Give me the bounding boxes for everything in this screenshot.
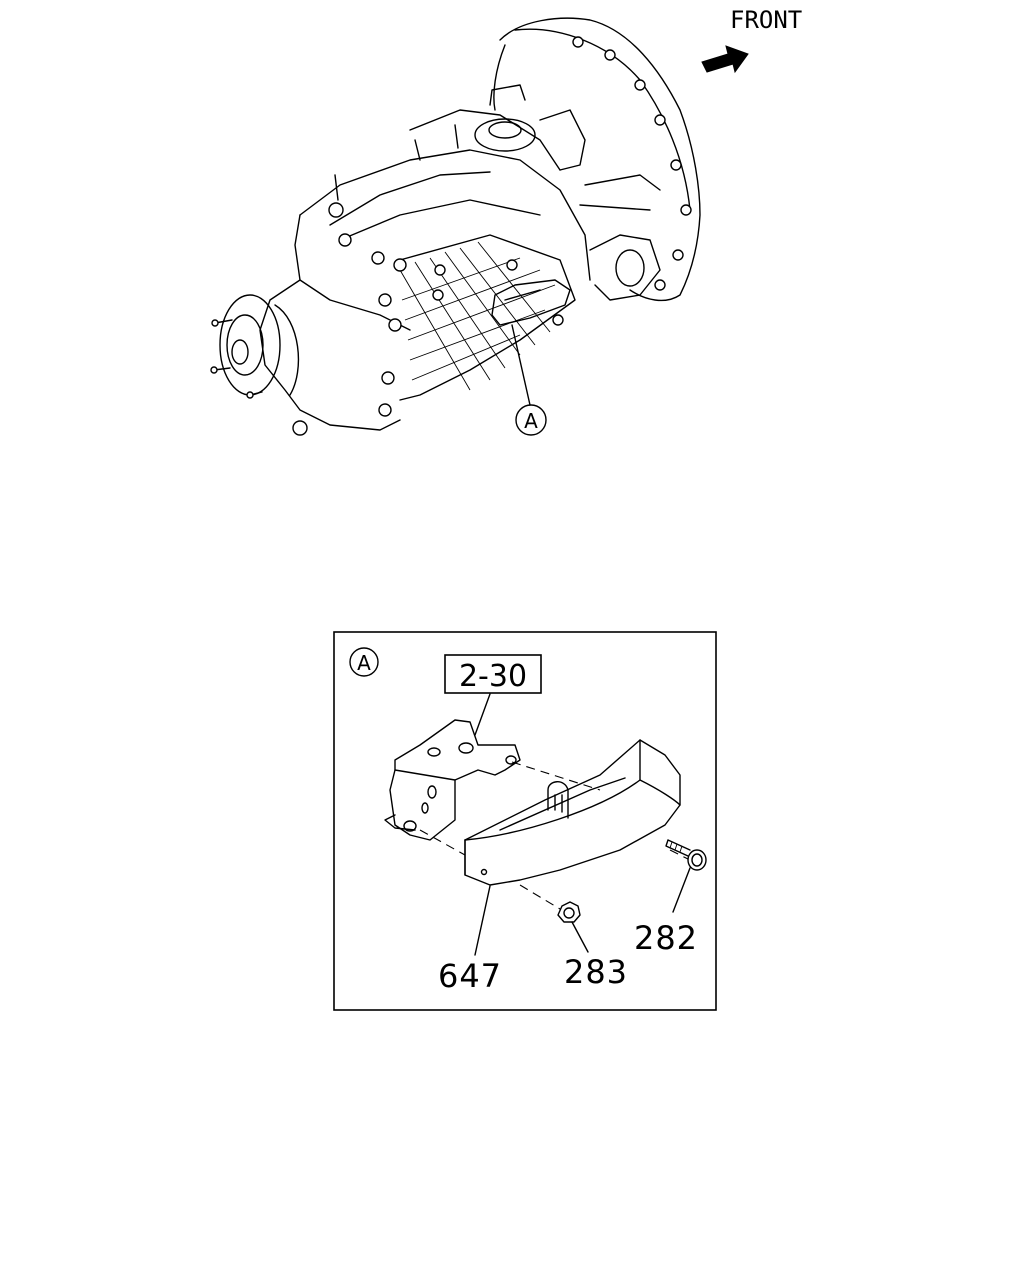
transmission-illustration: [210, 17, 701, 436]
reference-box: [444, 654, 542, 694]
front-label: FRONT: [730, 6, 802, 34]
front-indicator: FRONT: [701, 6, 802, 74]
part-282-bolt: [665, 839, 707, 913]
detail-a-marker: [515, 404, 547, 436]
callout-647: 647: [438, 957, 502, 995]
reference-box-label: 2-30: [459, 659, 527, 694]
detail-a-panel: A 2-30: [333, 631, 717, 1011]
detail-marker: [349, 647, 379, 677]
detail-a-marker-label: A: [524, 409, 538, 433]
part-283-nut: [557, 901, 589, 953]
callout-282: 282: [634, 919, 698, 957]
part-647-guard: [464, 739, 681, 886]
mounting-bracket: [384, 719, 521, 841]
arrow-icon: [701, 45, 749, 74]
detail-marker-label: A: [357, 651, 371, 675]
callout-283: 283: [564, 953, 628, 991]
